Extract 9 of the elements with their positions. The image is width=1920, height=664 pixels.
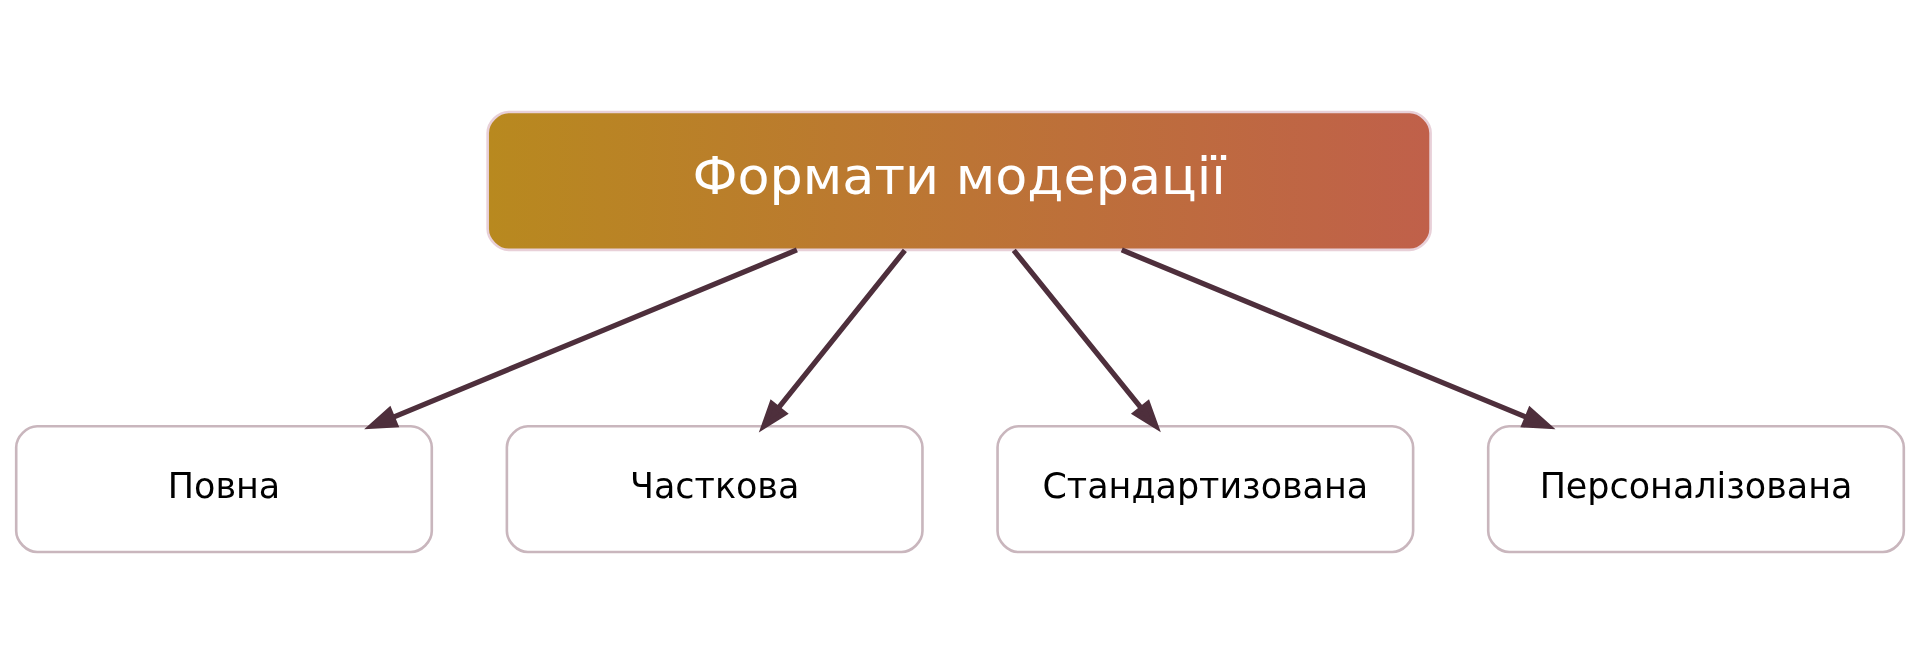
node-box: Повна [14,425,434,554]
arrow [758,248,907,433]
node-box: Стандартизована [996,425,1415,554]
node-box: Формати модерації [486,110,1432,252]
arrow [1120,247,1556,430]
arrow [1011,248,1161,433]
node-box: Персоналізована [1486,425,1906,554]
node-box: Часткова [505,425,924,554]
arrow [364,247,798,430]
